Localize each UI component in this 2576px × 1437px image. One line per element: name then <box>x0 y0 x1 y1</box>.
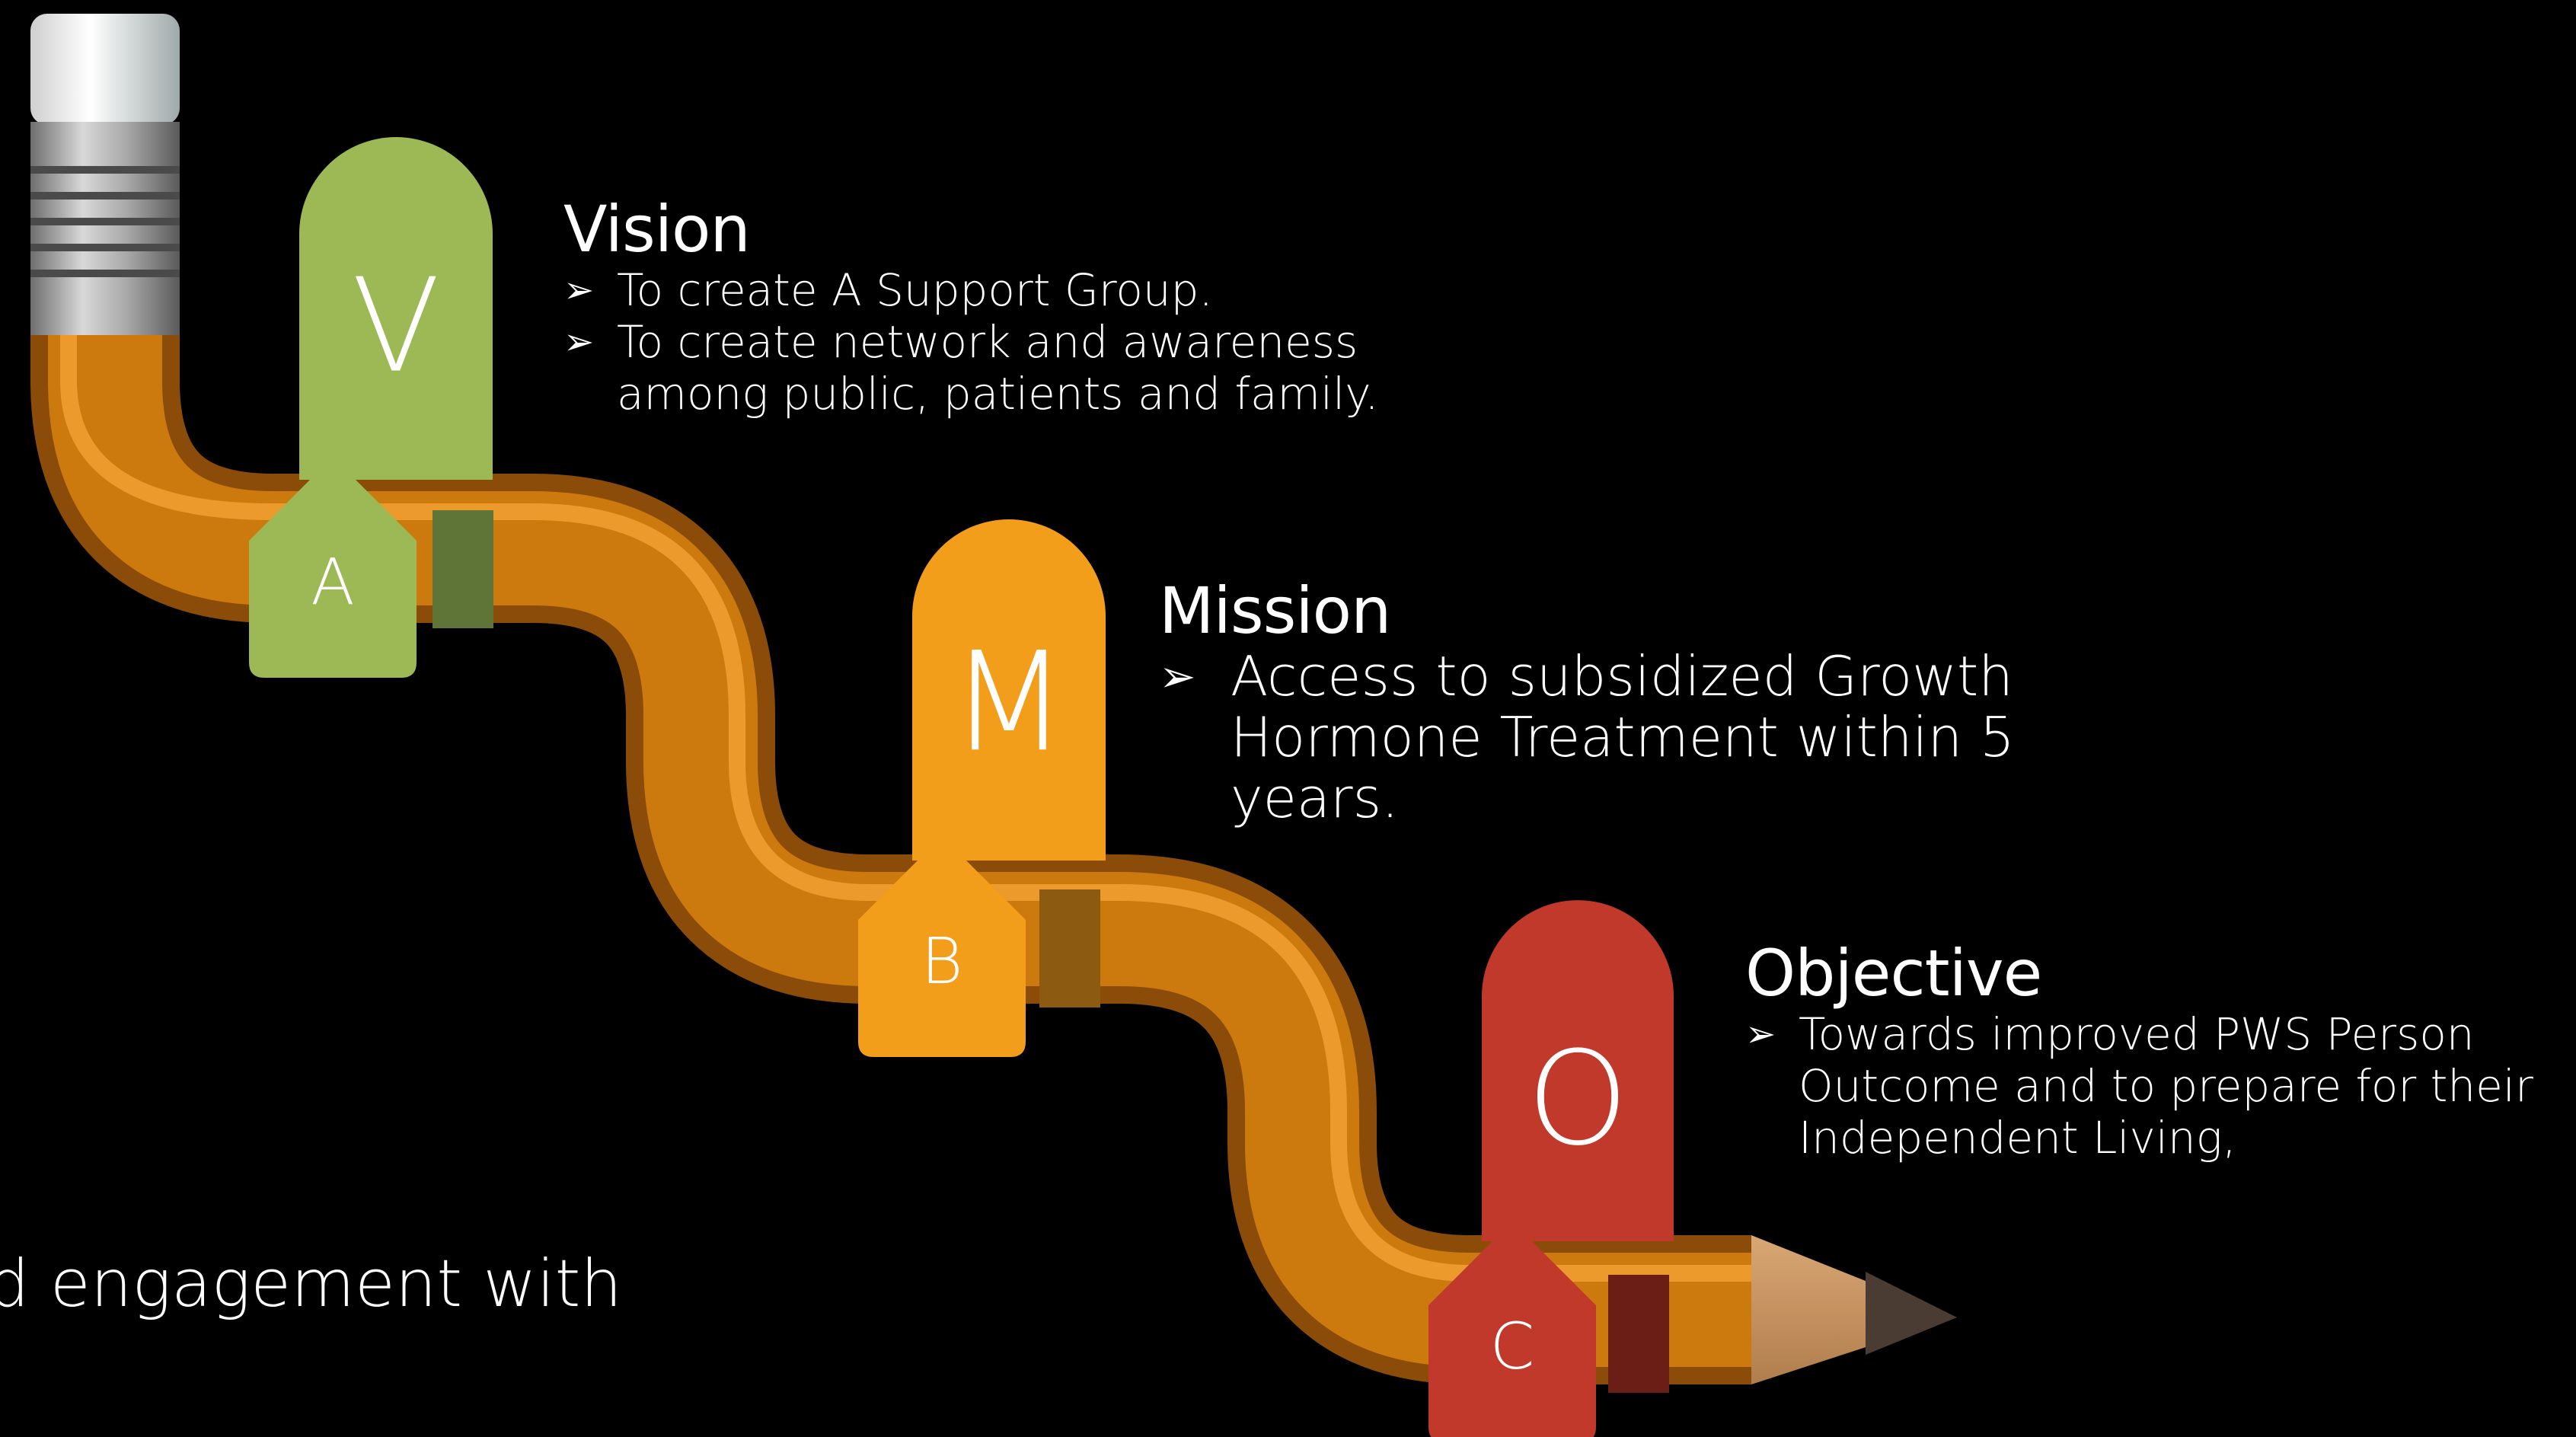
vision-bullet-1-text: To create A Support Group. <box>617 264 1213 316</box>
pencil-tip <box>1751 1235 1957 1384</box>
vision-block: Vision ➢ To create A Support Group. ➢ To… <box>563 194 1477 420</box>
mission-title: Mission <box>1159 573 1391 648</box>
ferrule-ring <box>30 244 180 251</box>
objective-title: Objective <box>1745 936 2042 1011</box>
vision-marker <box>249 461 417 678</box>
mission-tab <box>912 519 1106 861</box>
vision-tab <box>299 137 493 480</box>
objective-bullet-1: ➢ Towards improved PWS Person Outcome an… <box>1745 1008 2576 1164</box>
objective-marker-fold <box>1608 1275 1669 1393</box>
vision-marker-fold <box>433 510 493 628</box>
mission-tab-letter: M <box>950 623 1068 782</box>
ferrule-ring <box>30 166 180 174</box>
bullet-arrow-icon: ➢ <box>1745 1013 1776 1055</box>
pencil-wood-tip <box>1751 1235 1957 1384</box>
mission-bullet-1: ➢ Access to subsidized Growth Hormone Tr… <box>1159 646 2060 829</box>
vision-marker-letter: A <box>311 544 354 619</box>
vision-tab-letter: V <box>352 251 440 402</box>
mission-marker-fold <box>1039 889 1100 1007</box>
pencil-eraser-end <box>30 14 180 335</box>
vision-title: Vision <box>563 192 751 267</box>
partial-caption: d engagement with <box>0 1246 622 1322</box>
vision-bullet-1: ➢ To create A Support Group. <box>563 264 1477 316</box>
objective-stage: OC <box>1428 900 1674 1437</box>
mission-block: Mission ➢ Access to subsidized Growth Ho… <box>1159 576 2035 829</box>
objective-bullets: ➢ Towards improved PWS Person Outcome an… <box>1745 1008 2568 1164</box>
mission-marker <box>858 840 1026 1057</box>
objective-tab <box>1482 900 1674 1241</box>
ferrule-ring <box>30 218 180 225</box>
pencil-highlight <box>60 327 1751 1282</box>
bullet-arrow-icon: ➢ <box>1159 650 1196 702</box>
vision-bullets: ➢ To create A Support Group. ➢ To create… <box>563 264 1477 420</box>
mission-marker-letter: B <box>921 924 962 998</box>
pencil-body <box>30 306 1751 1384</box>
objective-marker-letter: C <box>1490 1309 1535 1384</box>
bullet-arrow-icon: ➢ <box>563 321 595 363</box>
vision-bullet-2-text: To create network and awareness among pu… <box>617 316 1379 420</box>
vision-stage: VA <box>249 137 493 678</box>
ferrule <box>30 122 180 335</box>
eraser <box>30 14 180 125</box>
objective-marker <box>1428 1225 1596 1437</box>
mission-stage: MB <box>858 519 1106 1057</box>
objective-bullet-1-text: Towards improved PWS Person Outcome and … <box>1799 1008 2533 1164</box>
mission-bullets: ➢ Access to subsidized Growth Hormone Tr… <box>1159 646 2035 829</box>
bullet-arrow-icon: ➢ <box>563 269 595 311</box>
pencil-lead <box>1866 1272 1957 1355</box>
mission-bullet-1-text: Access to subsidized Growth Hormone Trea… <box>1231 644 2015 830</box>
objective-tab-letter: O <box>1527 1024 1629 1175</box>
objective-block: Objective ➢ Towards improved PWS Person … <box>1745 938 2568 1164</box>
ferrule-ring <box>30 270 180 277</box>
ferrule-ring <box>30 192 180 200</box>
pencil-main <box>48 324 1751 1367</box>
vision-bullet-2: ➢ To create network and awareness among … <box>563 316 1439 420</box>
